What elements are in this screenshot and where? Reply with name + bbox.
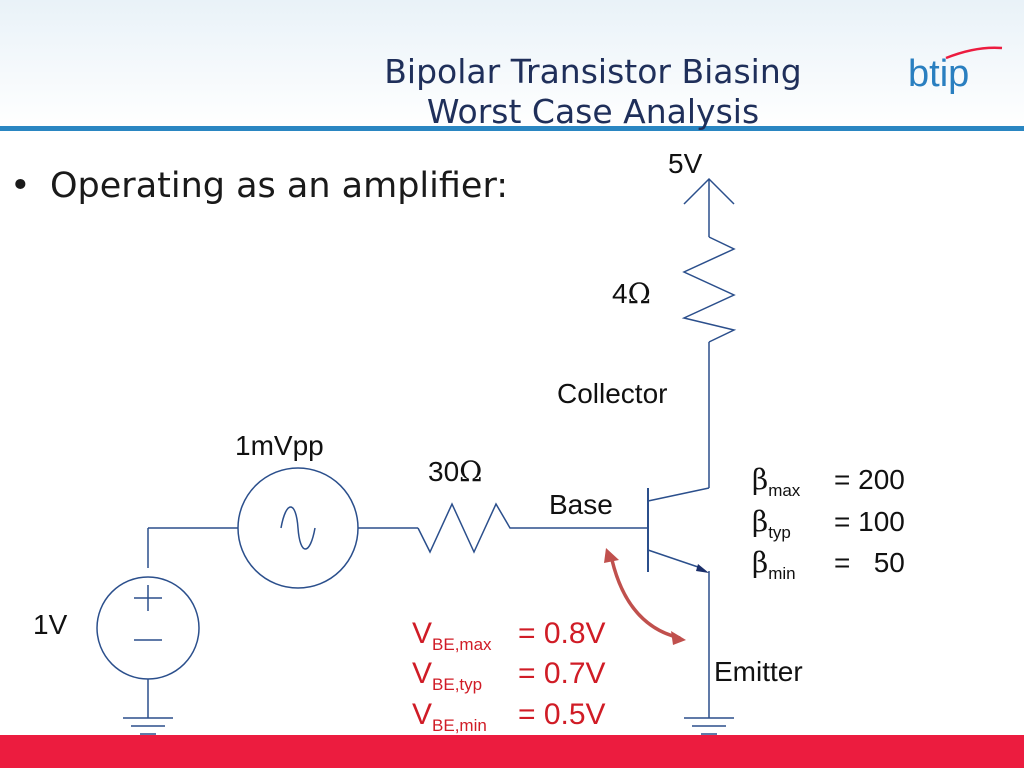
collector-resistor-value: 4 (612, 278, 628, 309)
vbe-subscript: BE,max (432, 635, 492, 654)
beta-subscript: min (768, 564, 796, 583)
btip-logo: btip (908, 46, 1003, 95)
emitter-arrowhead (696, 564, 709, 573)
base-resistor (417, 502, 520, 554)
vbe-subscript: BE,typ (432, 675, 483, 694)
beta-symbol: β (752, 463, 769, 496)
base-resistor-label: 30Ω (428, 458, 482, 486)
beta-value: = 100 (834, 506, 905, 537)
base-resistor-value: 30 (428, 456, 460, 487)
logo-swoosh (945, 46, 1003, 60)
slide-title: Bipolar Transistor Biasing Worst Case An… (318, 52, 868, 133)
beta-typ-row: βtyp = 100 (752, 505, 905, 542)
beta-max-row: βmax = 200 (752, 463, 905, 500)
beta-subscript: typ (768, 523, 791, 542)
vbe-prefix: V (412, 657, 433, 690)
ac-source-label: 1mVpp (235, 430, 324, 461)
supply-label: 5V (668, 148, 703, 179)
transistor-emitter-lead (647, 549, 702, 569)
vbe-value: = 0.7V (518, 657, 606, 690)
vbe-value: = 0.8V (518, 617, 606, 650)
transistor-collector-lead (647, 487, 710, 502)
base-label: Base (549, 489, 613, 520)
vbe-min-row: VBE,min = 0.5V (412, 698, 606, 735)
ohm-symbol: Ω (459, 455, 483, 488)
vbe-typ-row: VBE,typ = 0.7V (412, 657, 606, 694)
beta-value: = 50 (834, 547, 905, 578)
dc-source-label: 1V (33, 609, 68, 640)
bullet-item: • Operating as an amplifier: (10, 166, 508, 206)
vbe-subscript: BE,min (432, 716, 487, 735)
footer-bar (0, 735, 1024, 768)
beta-subscript: max (768, 481, 801, 500)
header-background (0, 0, 1024, 128)
beta-symbol: β (752, 546, 769, 579)
beta-value: = 200 (834, 464, 905, 495)
sine-icon (280, 506, 316, 550)
beta-symbol: β (752, 505, 769, 538)
vbe-arrowhead-top (604, 548, 619, 563)
beta-min-row: βmin = 50 (752, 546, 905, 583)
collector-resistor (681, 236, 737, 343)
logo-text: btip (908, 53, 969, 95)
vbe-prefix: V (412, 617, 433, 650)
emitter-label: Emitter (714, 656, 803, 687)
header-rule (0, 126, 1024, 131)
title-line-2: Worst Case Analysis (426, 92, 760, 132)
collector-label: Collector (557, 378, 668, 409)
bullet-text: Operating as an amplifier: (50, 166, 509, 206)
vbe-prefix: V (412, 698, 433, 731)
collector-resistor-label: 4Ω (612, 280, 651, 308)
bullet-dot: • (10, 166, 31, 206)
title-line-1: Bipolar Transistor Biasing (384, 52, 802, 91)
vbe-arrowhead-bottom (671, 631, 686, 645)
ohm-symbol: Ω (627, 277, 651, 310)
vbe-max-row: VBE,max = 0.8V (412, 617, 606, 654)
vbe-value: = 0.5V (518, 698, 606, 731)
vbe-double-arrow (610, 559, 681, 640)
